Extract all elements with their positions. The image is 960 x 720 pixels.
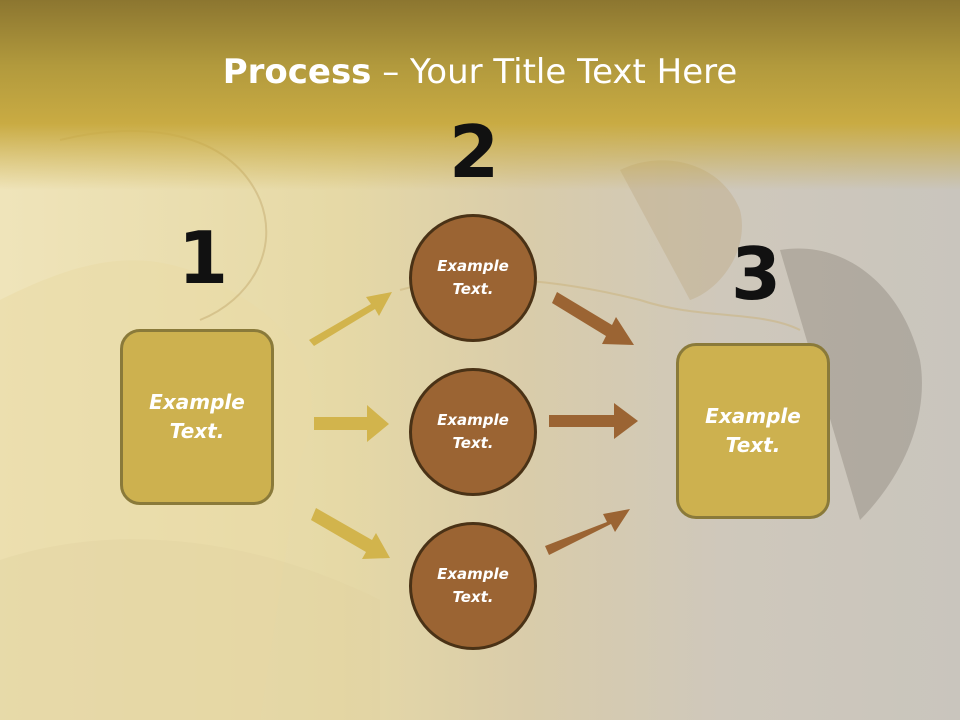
arrow-left-to-bottom — [311, 508, 390, 559]
arrow-top-to-right — [552, 292, 634, 345]
circle-bottom-label: Example Text. — [437, 565, 509, 606]
slide-title: Process – Your Title Text Here — [0, 52, 960, 92]
arrow-bottom-to-right — [545, 509, 630, 555]
arrow-left-to-middle — [314, 405, 389, 442]
title-band — [0, 0, 960, 190]
right-box-label: Example Text. — [705, 404, 801, 457]
arrow-middle-to-right — [549, 403, 638, 439]
circle-top-label: Example Text. — [437, 257, 509, 298]
circle-top: Example Text. — [409, 214, 537, 342]
left-box-label: Example Text. — [149, 390, 245, 443]
title-rest: – Your Title Text Here — [371, 52, 738, 92]
step-number-1: 1 — [178, 216, 229, 300]
circle-middle: Example Text. — [409, 368, 537, 496]
step-number-2: 2 — [449, 110, 500, 194]
circle-bottom: Example Text. — [409, 522, 537, 650]
step-number-3: 3 — [731, 232, 782, 316]
title-bold: Process — [222, 52, 372, 92]
arrow-left-to-top — [309, 292, 392, 346]
left-process-box: Example Text. — [120, 329, 274, 505]
circle-middle-label: Example Text. — [437, 411, 509, 452]
right-process-box: Example Text. — [676, 343, 830, 519]
